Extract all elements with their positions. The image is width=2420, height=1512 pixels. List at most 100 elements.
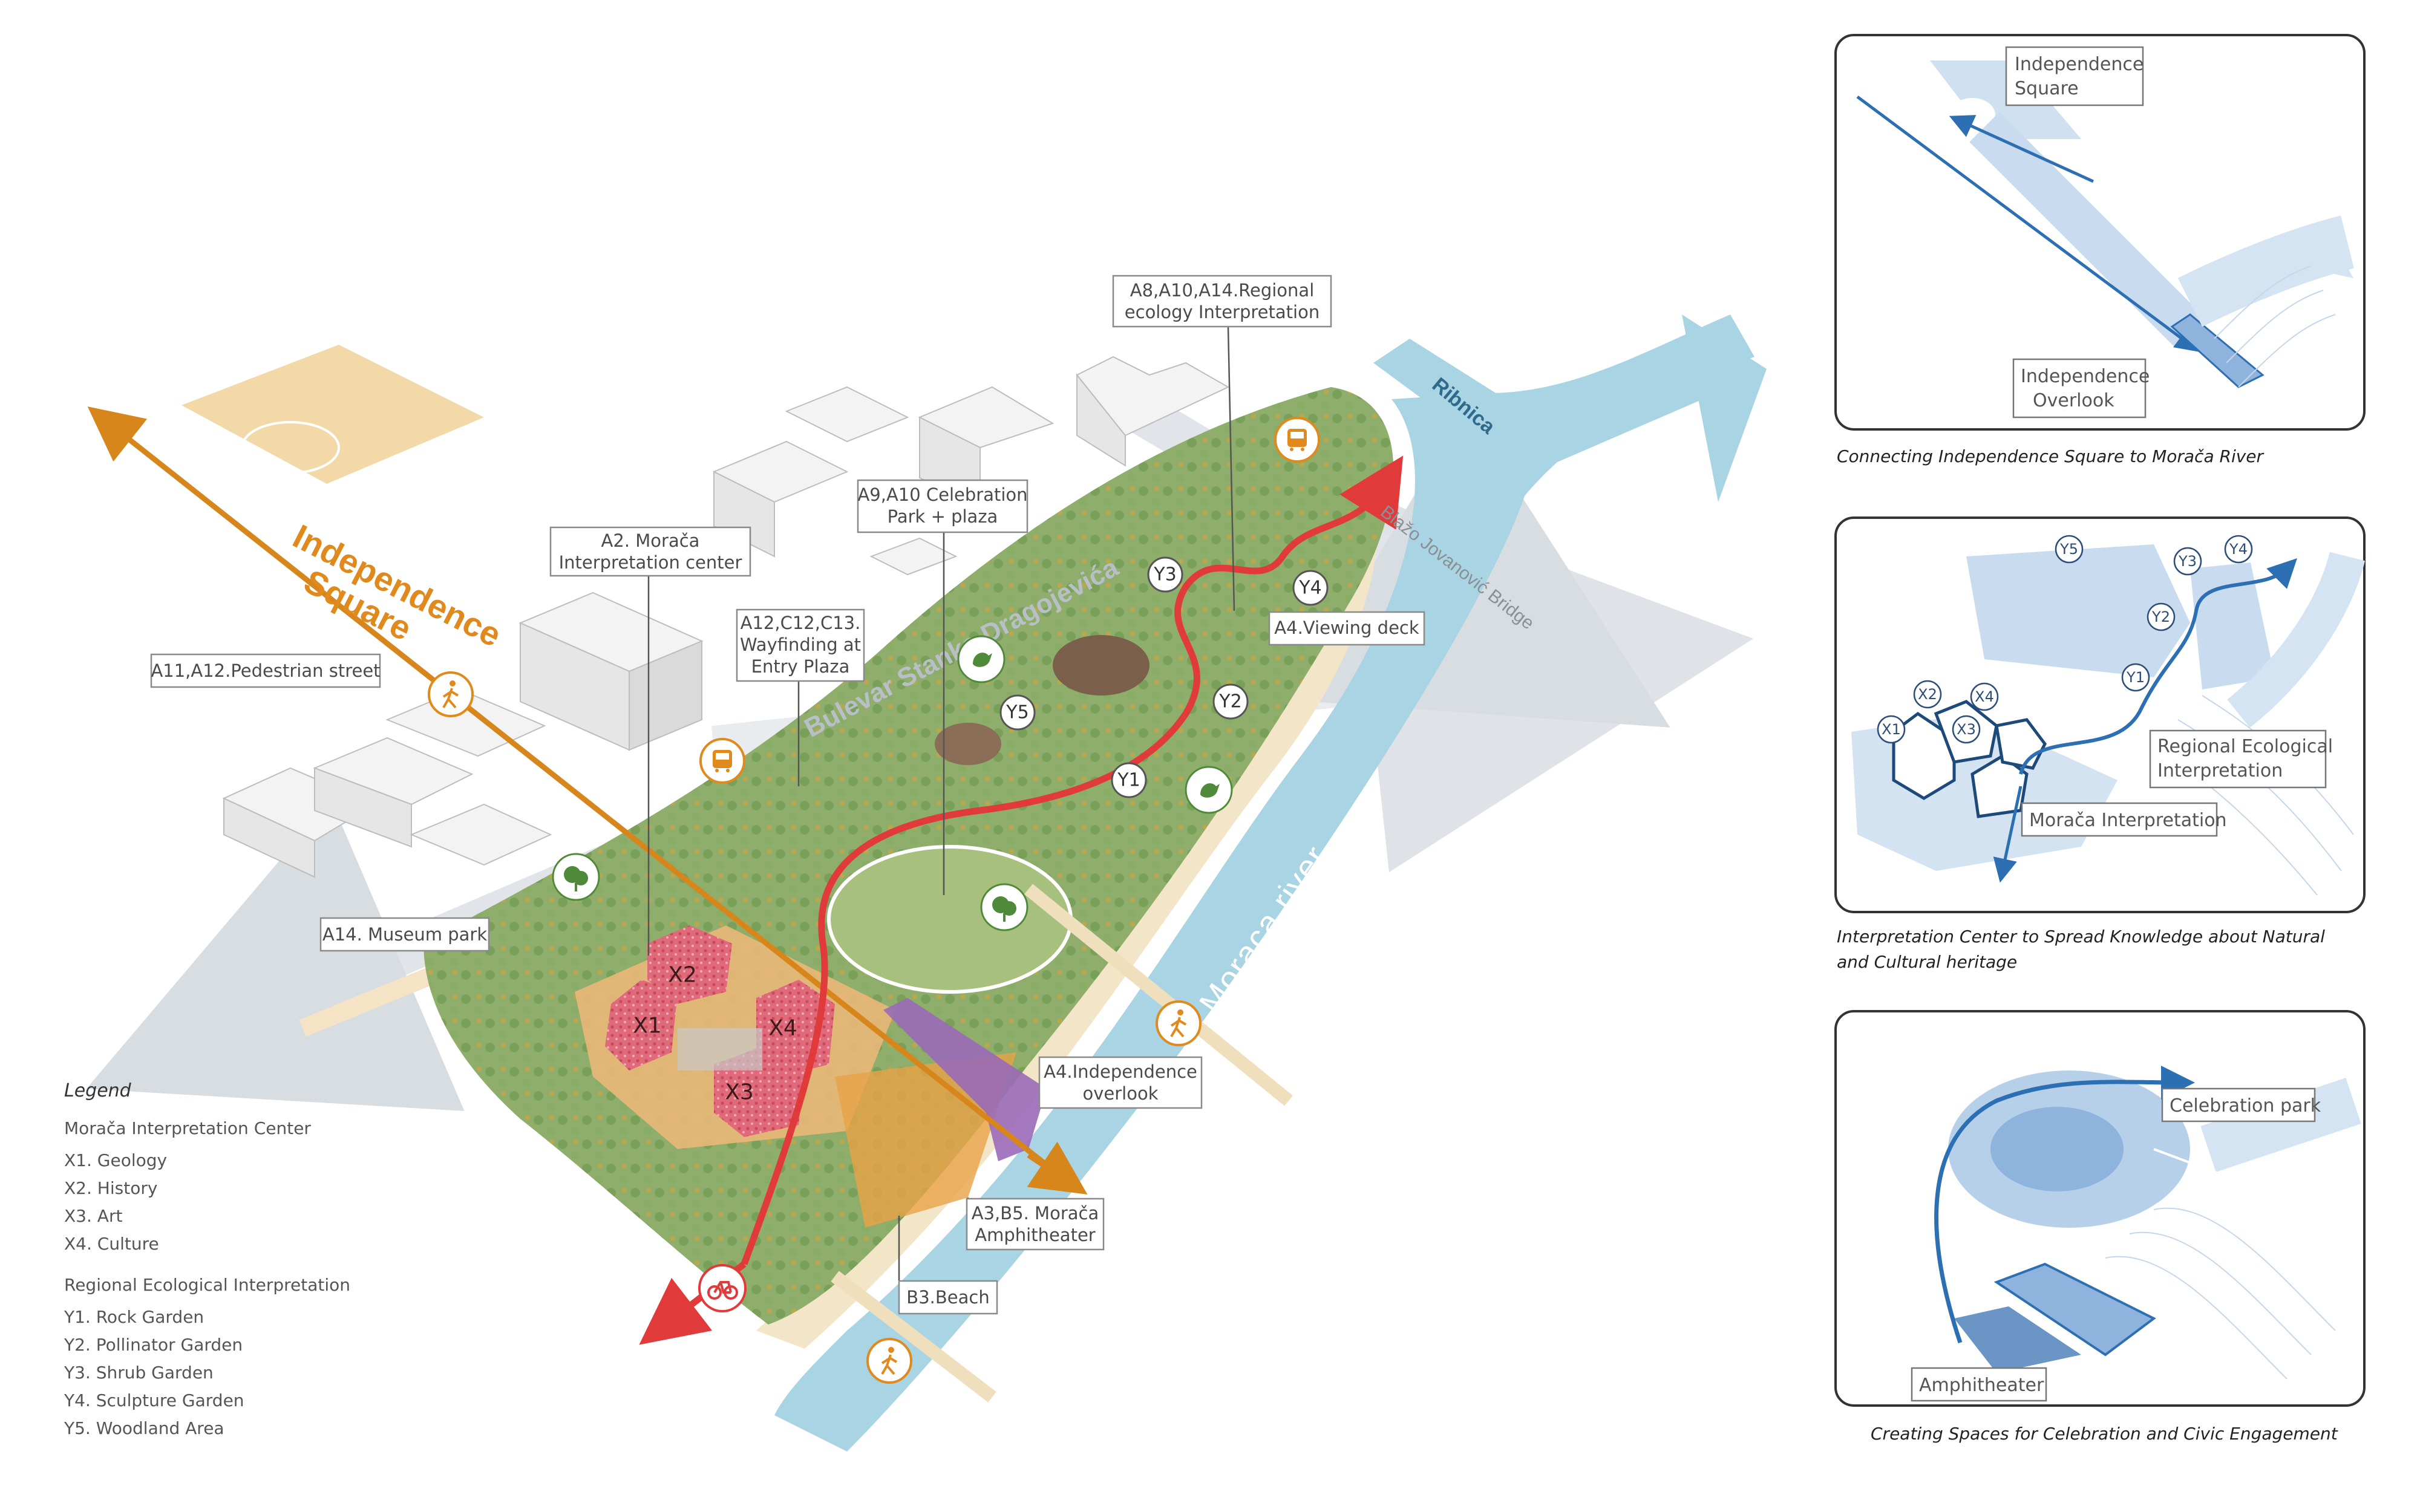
svg-text:A4.Viewing deck: A4.Viewing deck — [1274, 618, 1419, 638]
callout-a2: A2. Morača Interpretation center — [549, 526, 751, 956]
ribnica-tributary — [1373, 339, 1525, 448]
svg-text:Y5: Y5 — [1006, 702, 1028, 723]
svg-text:Y2: Y2 — [1218, 691, 1241, 712]
svg-text:Amphitheater: Amphitheater — [1919, 1375, 2044, 1396]
legend-title: Legend — [64, 1080, 131, 1101]
callout-a4-independence-overlook: A4.Independence overlook — [1038, 1056, 1203, 1109]
svg-text:X2: X2 — [1918, 686, 1937, 703]
panel2-caption: Interpretation Center to Spread Knowledg… — [1837, 927, 2325, 972]
bus-icon — [699, 738, 745, 784]
tree-icon — [980, 883, 1028, 931]
legend-item: Y1. Rock Garden — [64, 1307, 204, 1327]
square-circle — [241, 421, 340, 474]
svg-text:Interpretation: Interpretation — [2157, 760, 2283, 781]
svg-text:Square: Square — [2015, 78, 2079, 99]
svg-text:A2. Morača: A2. Morača — [601, 530, 700, 551]
panel3-caption: Creating Spaces for Celebration and Civi… — [1871, 1424, 2338, 1444]
svg-text:Amphitheater: Amphitheater — [975, 1225, 1096, 1245]
pedestrian-icon — [1156, 1000, 1202, 1046]
svg-text:Y3: Y3 — [2178, 553, 2197, 570]
svg-text:Y3: Y3 — [1153, 564, 1176, 585]
svg-text:Y5: Y5 — [2059, 541, 2078, 558]
svg-text:X3: X3 — [1957, 721, 1976, 738]
svg-text:Y1: Y1 — [1117, 770, 1140, 791]
woodland-mound — [1053, 635, 1150, 696]
beach-path-lower — [831, 1271, 996, 1403]
svg-text:Y1: Y1 — [2126, 669, 2145, 686]
svg-text:Regional Ecological: Regional Ecological — [2157, 736, 2333, 757]
svg-text:X1: X1 — [1882, 721, 1901, 738]
legend-item: X2. History — [64, 1178, 158, 1198]
svg-text:Independence: Independence — [2015, 54, 2144, 75]
red-trail — [741, 455, 1404, 1265]
marker-x3: X3 — [725, 1080, 754, 1105]
label-independence-square: Independence Square — [2005, 46, 2144, 106]
svg-text:X2: X2 — [668, 963, 697, 988]
callout-a3: A3,B5. Morača Amphitheater — [966, 1198, 1105, 1251]
panel-celebration: Celebration park Amphitheater — [1834, 1010, 2366, 1407]
svg-text:Park + plaza: Park + plaza — [888, 506, 998, 527]
tree-icon — [552, 853, 600, 901]
legend-item: X4. Culture — [64, 1234, 159, 1254]
panel2-markers: Y5 Y3 Y4 Y2 Y1 X1 X2 X4 X3 — [1877, 535, 2253, 744]
panel1-caption: Connecting Independence Square to Morača… — [1837, 446, 2264, 466]
bus-icon — [1274, 417, 1320, 463]
pedestrian-icon — [428, 671, 474, 717]
svg-text:X4: X4 — [1975, 688, 1994, 705]
legend-item: X3. Art — [64, 1206, 123, 1226]
svg-text:Celebration park: Celebration park — [2170, 1095, 2321, 1116]
svg-text:Y4: Y4 — [2229, 541, 2248, 558]
river-arrowhead — [1682, 314, 1767, 502]
river-arrow — [1483, 337, 1729, 485]
svg-text:B3.Beach: B3.Beach — [906, 1287, 989, 1308]
legend-item: Y5. Woodland Area — [64, 1418, 224, 1438]
legend-group-regional: Regional Ecological Interpretation — [64, 1275, 350, 1295]
callout-a4-viewing-deck: A4.Viewing deck — [1268, 611, 1425, 646]
legend: Legend Morača Interpretation Center X1. … — [64, 1080, 488, 1442]
svg-text:Y4: Y4 — [1298, 578, 1321, 599]
svg-text:Wayfinding at: Wayfinding at — [740, 634, 861, 655]
celebration-park-mound — [827, 845, 1073, 994]
svg-text:A14. Museum park: A14. Museum park — [322, 924, 487, 945]
bicycle-icon — [698, 1264, 747, 1312]
buildings — [222, 356, 1230, 878]
river — [774, 314, 1754, 1452]
svg-text:A11,A12.Pedestrian street: A11,A12.Pedestrian street — [151, 660, 380, 681]
label-moraca-interpretation: Morača Interpretation — [2021, 802, 2227, 837]
svg-text:Morača Interpretation: Morača Interpretation — [2029, 810, 2227, 831]
panel-connecting-square: Independence Square Independence Overloo… — [1834, 34, 2366, 431]
svg-text:X1: X1 — [633, 1014, 662, 1038]
svg-text:Entry Plaza: Entry Plaza — [751, 656, 850, 677]
square-axis-arrow — [87, 406, 1067, 1182]
svg-text:Independence: Independence — [2021, 366, 2150, 387]
marker-y3: Y3 — [1147, 556, 1183, 593]
panel-interpretation-center: Y5 Y3 Y4 Y2 Y1 X1 X2 X4 X3 Regional Ecol… — [1834, 516, 2366, 913]
museum-buildings — [605, 925, 835, 1137]
pedestrian-icon — [866, 1338, 912, 1384]
label-independence-overlook: Independence Overlook — [2012, 358, 2150, 419]
marker-y5: Y5 — [999, 694, 1036, 731]
svg-text:Y2: Y2 — [2151, 608, 2170, 625]
label-amphitheater: Amphitheater — [1911, 1367, 2047, 1402]
svg-text:A9,A10 Celebration: A9,A10 Celebration — [857, 484, 1027, 505]
marker-x4: X4 — [768, 1016, 797, 1041]
callout-b3: B3.Beach — [898, 1216, 998, 1315]
marker-x2: X2 — [668, 963, 697, 988]
label-celebration-park: Celebration park — [2161, 1087, 2321, 1123]
beach-path-upper — [1024, 884, 1293, 1106]
marker-y4: Y4 — [1292, 570, 1329, 606]
bird-icon — [957, 635, 1006, 683]
legend-group-moraca: Morača Interpretation Center — [64, 1118, 311, 1138]
callout-a8: A8,A10,A14.Regional ecology Interpretati… — [1112, 275, 1332, 611]
svg-text:Interpretation center: Interpretation center — [559, 552, 742, 573]
svg-text:A3,B5. Morača: A3,B5. Morača — [972, 1203, 1099, 1224]
legend-item: Y3. Shrub Garden — [64, 1363, 214, 1383]
marker-y1: Y1 — [1111, 762, 1147, 798]
callout-a14: A14. Museum park — [319, 917, 490, 952]
marker-x1: X1 — [633, 1014, 662, 1038]
marker-y2: Y2 — [1212, 683, 1249, 720]
independence-overlook-structure — [883, 998, 1047, 1161]
legend-item: Y4. Sculpture Garden — [64, 1390, 244, 1410]
label-regional-ecological: Regional Ecological Interpretation — [2149, 729, 2333, 789]
